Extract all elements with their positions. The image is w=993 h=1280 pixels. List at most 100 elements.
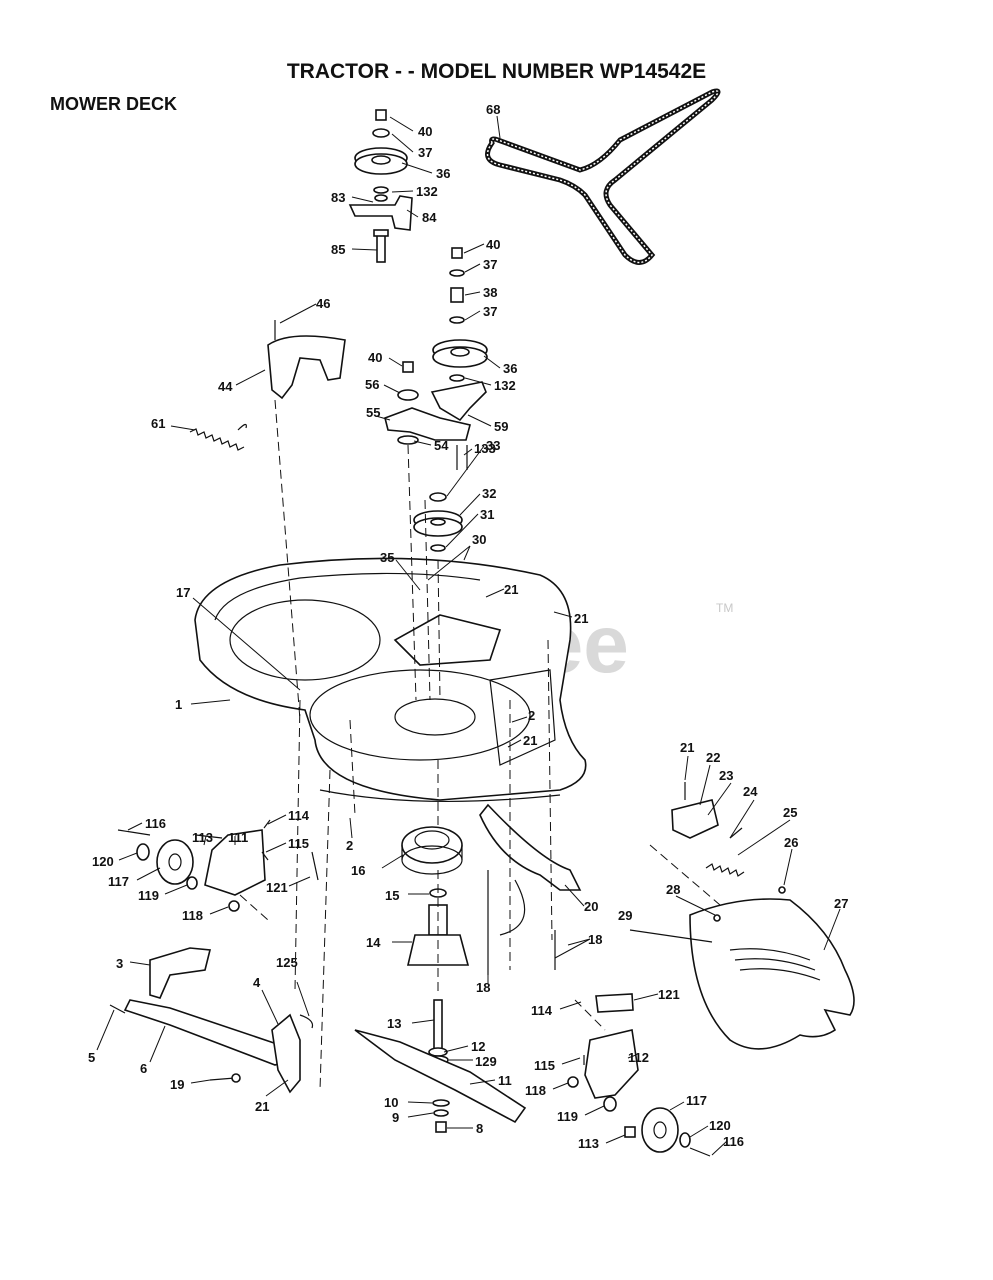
callout: 120	[92, 854, 114, 869]
callout: 36	[436, 166, 450, 181]
callout: 117	[108, 874, 129, 889]
callout: 56	[365, 377, 379, 392]
callout: 115	[534, 1058, 555, 1073]
callout: 85	[331, 242, 345, 257]
callout: 24	[743, 784, 758, 799]
callout: 20	[584, 899, 598, 914]
watermark-trademark: TM	[716, 601, 733, 615]
callout: 21	[574, 611, 588, 626]
callout-labels: 40 37 36 132 83 84 85 68 40 37 38 37 36 …	[88, 102, 848, 1151]
callout: 16	[351, 863, 365, 878]
callout: 37	[418, 145, 432, 160]
callout: 11	[498, 1073, 512, 1088]
deck-lift-linkage	[109, 947, 314, 1094]
callout: 31	[480, 507, 494, 522]
callout: 1	[175, 697, 182, 712]
callout: 10	[384, 1095, 398, 1110]
callout: 129	[475, 1054, 497, 1069]
deck-support-arm	[479, 803, 582, 975]
gauge-wheel-assembly-left	[117, 819, 319, 912]
callout: 4	[253, 975, 261, 990]
callout: 40	[418, 124, 432, 139]
gauge-wheel-assembly-right	[567, 993, 711, 1157]
callout: 84	[422, 210, 437, 225]
callout: 25	[783, 805, 797, 820]
callout: 35	[380, 550, 394, 565]
assembly-guide-lines	[239, 399, 721, 1091]
callout: 17	[176, 585, 190, 600]
callout: 21	[504, 582, 518, 597]
callout: 22	[706, 750, 720, 765]
callout: 27	[834, 896, 848, 911]
callout: 18	[476, 980, 490, 995]
callout: 15	[385, 888, 399, 903]
callout: 18	[588, 932, 602, 947]
callout: 23	[719, 768, 733, 783]
callout: 14	[366, 935, 381, 950]
callout: 30	[472, 532, 486, 547]
callout: 120	[709, 1118, 731, 1133]
callout: 40	[368, 350, 382, 365]
callout: 113	[578, 1136, 599, 1151]
callout: 37	[483, 257, 497, 272]
mower-blade-11	[354, 1029, 527, 1133]
callout: 36	[503, 361, 517, 376]
callout: 54	[434, 438, 449, 453]
callout: 2	[528, 708, 535, 723]
callout: 114	[288, 808, 310, 823]
idler-arm-bracket	[384, 361, 471, 470]
callout: 40	[486, 237, 500, 252]
callout: 8	[476, 1121, 483, 1136]
callout: 119	[138, 888, 159, 903]
callout: 121	[658, 987, 680, 1002]
callout: 44	[218, 379, 233, 394]
callout: 116	[145, 816, 166, 831]
callout: 133	[474, 441, 496, 456]
callout: 13	[387, 1016, 401, 1031]
spring-61	[189, 423, 247, 451]
callout: 32	[482, 486, 496, 501]
callout: 28	[666, 882, 680, 897]
callout: 125	[276, 955, 298, 970]
callout: 113	[192, 830, 213, 845]
callout: 37	[483, 304, 497, 319]
callout: 112	[628, 1050, 649, 1065]
deck-spindle-pulley-assembly	[413, 492, 463, 552]
callout: 132	[416, 184, 438, 199]
callout: 132	[494, 378, 516, 393]
discharge-chute-27	[629, 898, 855, 1050]
callout: 114	[531, 1003, 553, 1018]
callout: 2	[346, 838, 353, 853]
belt-68	[485, 88, 721, 265]
callout: 21	[523, 733, 537, 748]
callout: 55	[366, 405, 380, 420]
spindle-housing-16	[401, 826, 463, 875]
callout: 121	[266, 880, 288, 895]
callout: 12	[471, 1039, 485, 1054]
section-title: MOWER DECK	[50, 94, 177, 114]
callout: 29	[618, 908, 632, 923]
callout: 19	[170, 1077, 184, 1092]
callout: 61	[151, 416, 165, 431]
callout: 6	[140, 1061, 147, 1076]
idler-pulley-assembly-upper	[348, 109, 413, 263]
callout: 59	[494, 419, 508, 434]
mower-deck-housing	[194, 557, 587, 803]
callout: 119	[557, 1109, 578, 1124]
callout: 9	[392, 1110, 399, 1125]
callout: 111	[228, 830, 248, 845]
callout: 68	[486, 102, 500, 117]
callout: 115	[288, 836, 309, 851]
callout: 117	[686, 1093, 707, 1108]
page-title: TRACTOR - - MODEL NUMBER WP14542E	[286, 60, 707, 83]
callout: 118	[182, 908, 203, 923]
chute-bracket-assembly	[671, 782, 786, 894]
callout: 26	[784, 835, 798, 850]
callout: 116	[723, 1134, 744, 1149]
belt-guard-44	[267, 320, 346, 400]
callout: 21	[680, 740, 694, 755]
callout: 3	[116, 956, 123, 971]
callout: 83	[331, 190, 345, 205]
